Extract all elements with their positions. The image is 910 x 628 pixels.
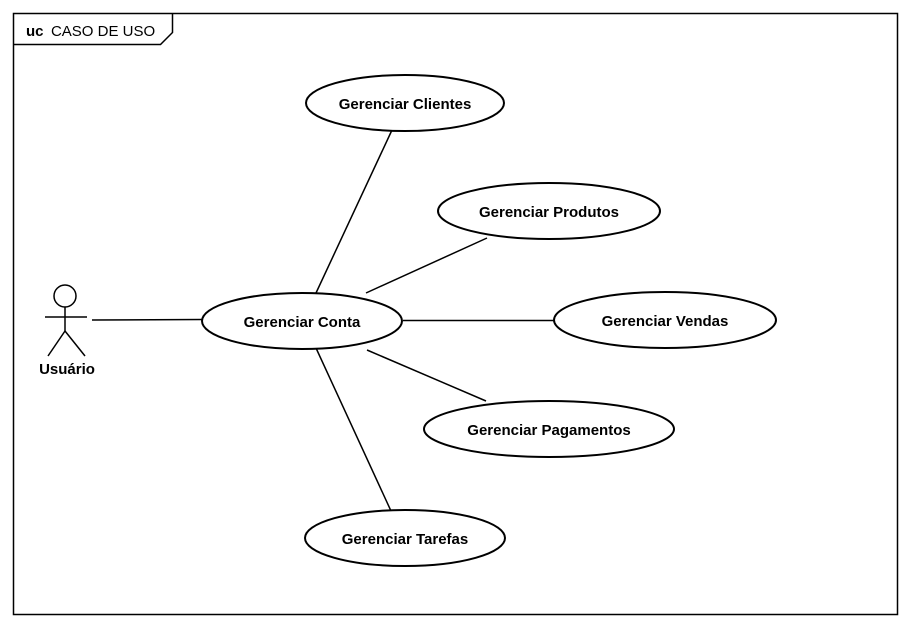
use-case-conta[interactable]: Gerenciar Conta (201, 292, 403, 350)
actor-left-leg (47, 330, 66, 357)
association-actor-conta (91, 318, 204, 321)
actor-label: Usuário (39, 361, 95, 378)
use-case-conta-label: Gerenciar Conta (244, 314, 361, 331)
association-conta-produtos (365, 237, 488, 294)
use-case-pagamentos[interactable]: Gerenciar Pagamentos (423, 400, 675, 458)
use-case-tarefas[interactable]: Gerenciar Tarefas (304, 509, 506, 567)
frame-name: CASO DE USO (51, 23, 155, 40)
use-case-vendas[interactable]: Gerenciar Vendas (553, 291, 777, 349)
association-conta-tarefas (315, 347, 392, 512)
use-case-vendas-label: Gerenciar Vendas (602, 313, 729, 330)
use-case-clientes-label: Gerenciar Clientes (339, 96, 472, 113)
frame-keyword: uc (26, 23, 44, 40)
use-case-clientes[interactable]: Gerenciar Clientes (305, 74, 505, 132)
actor-right-leg (64, 330, 86, 357)
actor-head (53, 284, 77, 308)
association-conta-clientes (315, 129, 393, 294)
actor-usuario: Usuário (39, 284, 95, 378)
use-case-pagamentos-label: Gerenciar Pagamentos (467, 422, 630, 439)
frame-tab (13, 13, 174, 46)
frame-title: uc CASO DE USO (26, 23, 155, 40)
diagram-frame (12, 12, 899, 616)
use-case-produtos[interactable]: Gerenciar Produtos (437, 182, 661, 240)
use-case-produtos-label: Gerenciar Produtos (479, 204, 619, 221)
use-case-tarefas-label: Gerenciar Tarefas (342, 531, 468, 548)
association-conta-pagamentos (366, 349, 487, 402)
